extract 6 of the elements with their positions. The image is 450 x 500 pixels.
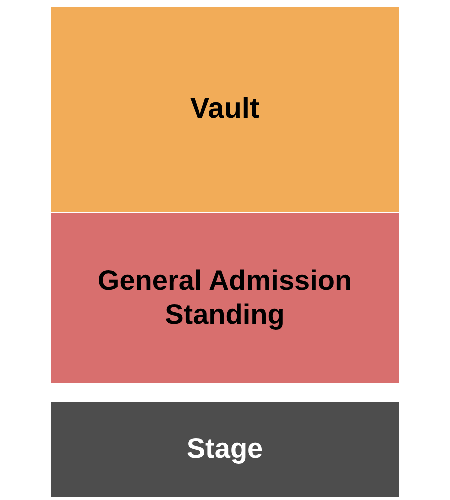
seating-section [51,213,399,383]
seating-section [51,7,399,212]
section-label: Vault [190,92,260,127]
section-label: General Admission Standing [96,264,354,332]
section-label: Stage [186,432,264,466]
stage-area [51,402,399,497]
